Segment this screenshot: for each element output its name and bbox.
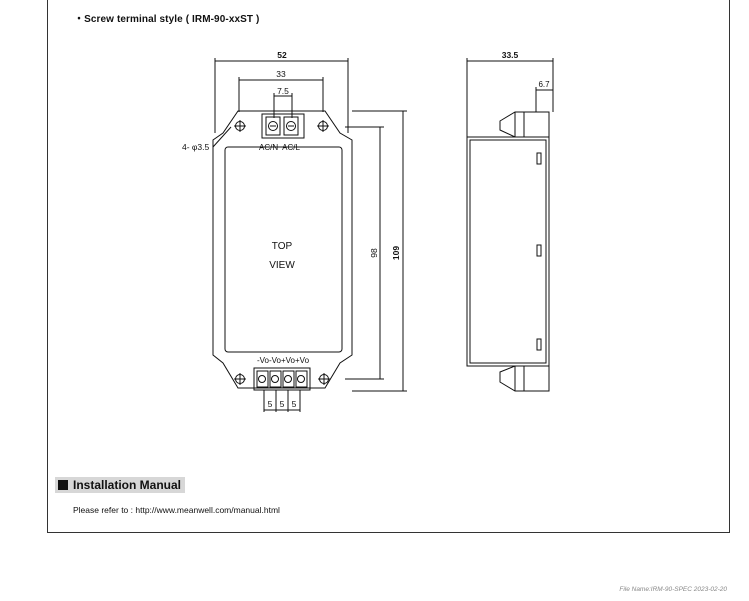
dim-width-label: 52 [277,50,287,60]
pin-pitch-label: 5 [280,399,285,409]
footer-filename: File Name:IRM-90-SPEC 2023-02-20 [619,586,727,593]
dc-labels: -Vo-Vo+Vo+Vo [257,356,310,365]
module-outline [212,110,353,389]
pin-pitch-label: 5 [268,399,273,409]
ac-labels: AC/N AC/L [259,143,300,152]
dim-terminal-pitch-label: 7.5 [277,86,289,96]
module-top-face [224,146,343,353]
pin-pitch-label: 5 [292,399,297,409]
content-frame [47,0,730,533]
side-body [469,139,547,364]
heading-bullet-icon [58,480,68,490]
hole-label: 4- φ3.5 [182,142,210,152]
section-title: ・Screw terminal style ( IRM-90-xxST ) [74,14,260,25]
installation-heading: Installation Manual [55,477,186,493]
dim-inner-height-label: 98 [369,248,379,258]
installation-text: Please refer to : http://www.meanwell.co… [73,505,280,515]
dim-flange-label: 6.7 [538,80,550,89]
dim-depth-label: 33.5 [502,50,519,60]
top-label: TOP [272,241,293,252]
dim-total-height-label: 109 [391,246,401,260]
ac-terminal-block [261,113,305,139]
dc-terminal-block [253,367,311,391]
view-label: VIEW [269,260,295,271]
dim-terminal-span-label: 33 [276,69,286,79]
installation-heading-text: Installation Manual [73,478,182,492]
